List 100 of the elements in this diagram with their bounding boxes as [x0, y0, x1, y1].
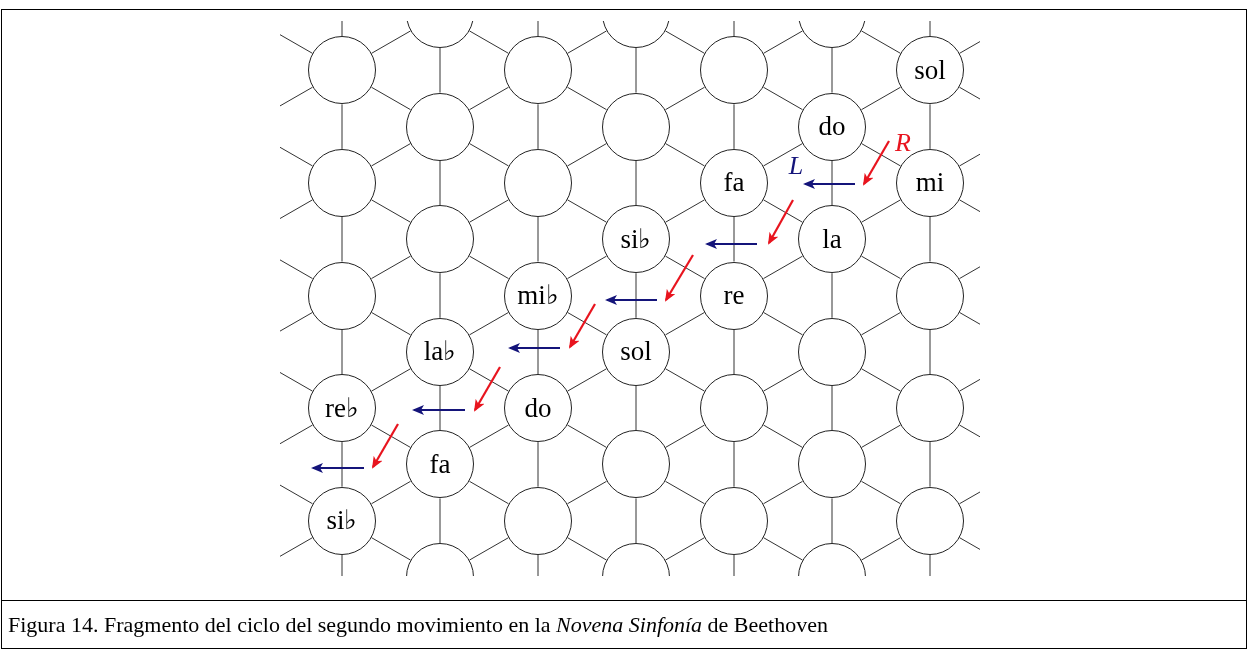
lattice-line [439, 497, 441, 544]
lattice-line [341, 216, 343, 262]
lattice-line [635, 47, 637, 94]
lattice-circle [504, 261, 572, 330]
lattice-line [567, 255, 607, 280]
note-name: re♭ [325, 394, 359, 422]
lattice-circle [700, 486, 768, 555]
lattice-line [959, 378, 980, 392]
lattice-line [665, 480, 705, 505]
lattice-line [280, 146, 313, 167]
note-name: sol [914, 56, 946, 84]
lattice-line [831, 497, 833, 544]
lattice-line [763, 199, 803, 223]
lattice-circle [308, 36, 376, 105]
lattice-line [861, 143, 901, 167]
lattice-line [280, 372, 313, 392]
lattice-line [469, 255, 509, 280]
lattice-line [469, 30, 509, 54]
lattice-line [665, 199, 705, 223]
lattice-line [959, 41, 980, 54]
lattice-line [537, 216, 539, 262]
lattice-line [763, 424, 803, 448]
lattice-line [733, 441, 735, 488]
lattice-line [469, 311, 509, 336]
lattice-line [733, 329, 735, 375]
note-name: si♭ [620, 225, 652, 253]
lattice-circle [896, 36, 964, 105]
lattice-line [733, 216, 735, 262]
lattice-line [371, 199, 411, 223]
lattice-circle [602, 317, 670, 386]
lattice-line [763, 368, 803, 392]
lattice-line [861, 368, 901, 392]
lattice-line [469, 424, 509, 448]
transformation-label: R [895, 130, 911, 156]
lattice-line [567, 199, 607, 223]
lattice-circle [308, 374, 376, 443]
lattice-line [763, 143, 803, 167]
lattice-line [469, 368, 509, 392]
lattice-circle [308, 148, 376, 217]
lattice-line [665, 424, 705, 448]
lattice-line [665, 537, 705, 561]
lattice-line [280, 34, 313, 54]
lattice-circle [406, 430, 474, 499]
note-name: fa [429, 450, 451, 478]
lattice-line [929, 103, 931, 150]
lattice-line [371, 424, 411, 448]
lattice-line [280, 537, 313, 557]
lattice-line [959, 537, 980, 550]
lattice-line [929, 329, 931, 375]
lattice-line [861, 480, 901, 505]
lattice-circle [406, 92, 474, 161]
lattice-line [567, 86, 607, 111]
lattice-line [567, 311, 607, 336]
lattice-line [763, 86, 803, 111]
lattice-line [371, 537, 411, 561]
note-name: sol [620, 338, 652, 366]
lattice-line [861, 424, 901, 448]
lattice-line [665, 143, 705, 167]
note-name: la♭ [423, 338, 457, 366]
lattice-line [861, 255, 901, 280]
lattice-line [959, 424, 980, 438]
lattice-line [280, 484, 313, 505]
lattice-line [439, 272, 441, 319]
lattice-line [861, 30, 901, 54]
lattice-line [341, 21, 343, 37]
lattice-circle [798, 317, 866, 386]
lattice-line [469, 86, 509, 111]
lattice-circle [406, 205, 474, 274]
lattice-line [763, 255, 803, 280]
note-name: re [723, 282, 745, 309]
lattice-line [733, 103, 735, 150]
lattice-line [763, 311, 803, 336]
lattice-line [635, 160, 637, 206]
note-name: la [822, 225, 842, 253]
lattice-line [733, 554, 735, 576]
lattice-line [635, 272, 637, 319]
lattice-line [341, 329, 343, 375]
lattice-line [861, 199, 901, 223]
lattice-line [280, 424, 313, 445]
lattice-line [861, 537, 901, 561]
lattice-line [959, 491, 980, 505]
lattice-line [439, 160, 441, 206]
lattice-line [469, 199, 509, 223]
lattice-line [861, 86, 901, 111]
lattice-line [567, 424, 607, 448]
lattice-line [371, 255, 411, 280]
lattice-circle [700, 374, 768, 443]
lattice-line [665, 311, 705, 336]
lattice-line [831, 160, 833, 206]
lattice-circle [896, 374, 964, 443]
lattice-circle [896, 486, 964, 555]
figure-caption: Figura 14. Fragmento del ciclo del segundo movimiento en la Novena Sinfonía de Beethoven [8, 611, 828, 639]
lattice-line [665, 255, 705, 280]
lattice-circle [798, 205, 866, 274]
lattice-line [537, 441, 539, 488]
lattice-line [959, 153, 980, 167]
lattice-line [469, 537, 509, 561]
note-name: mi [915, 169, 945, 197]
lattice-line [929, 554, 931, 576]
lattice-line [371, 311, 411, 336]
